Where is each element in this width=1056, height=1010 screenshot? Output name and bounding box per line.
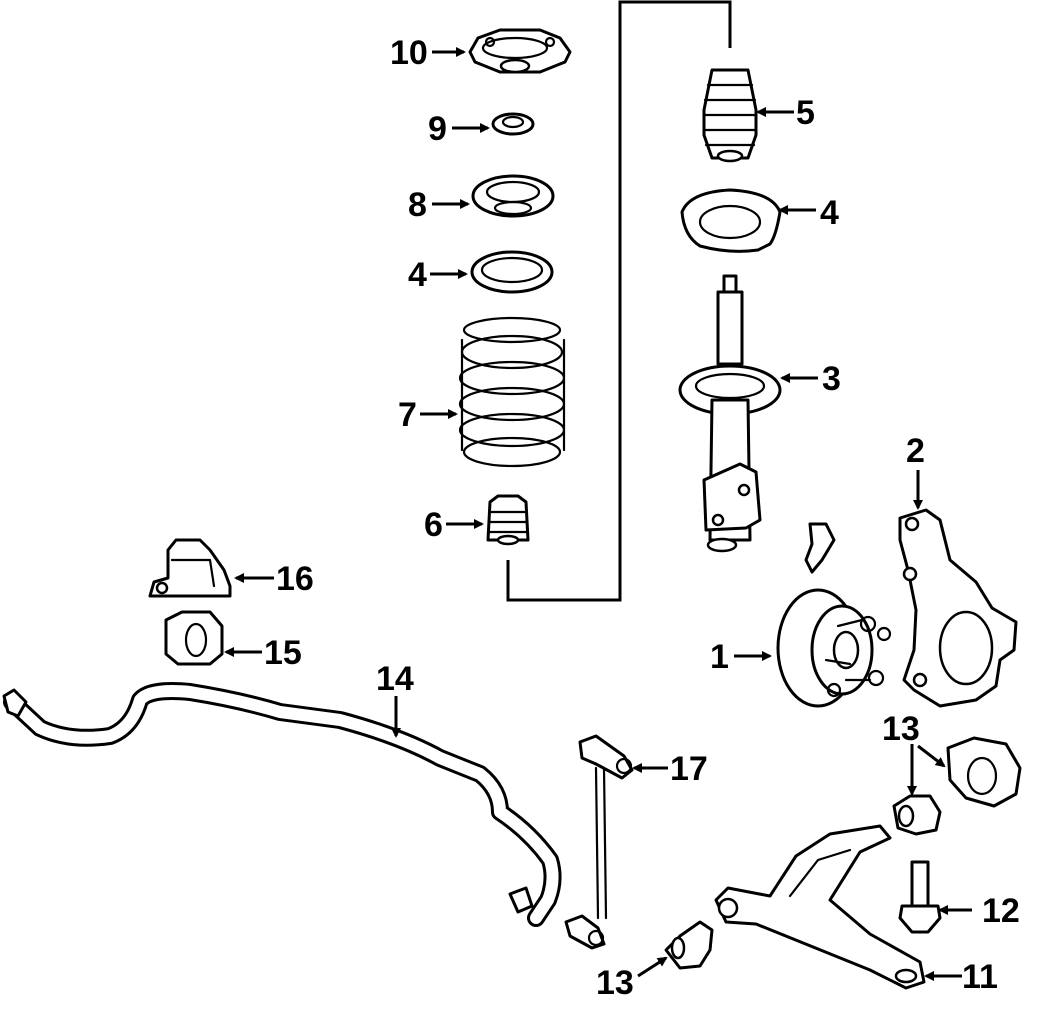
- dust-boot-part[interactable]: [702, 68, 758, 163]
- callout-10: 10: [390, 34, 428, 72]
- callout-15: 15: [264, 634, 302, 672]
- callout-labels: 10 9 8 4 7 6 5 4 3 2 1 16 15 14 17 13 12…: [264, 34, 1020, 1002]
- upper-spring-seat-part[interactable]: [471, 174, 555, 218]
- callout-16: 16: [276, 560, 314, 598]
- steering-knuckle-part[interactable]: [898, 508, 1018, 708]
- callout-11: 11: [962, 958, 998, 996]
- callout-4-left: 4: [408, 256, 427, 294]
- callout-6: 6: [424, 506, 443, 544]
- callout-3: 3: [822, 360, 841, 398]
- control-arm-bushing-part-upper[interactable]: [892, 736, 1022, 836]
- callout-4-right: 4: [820, 194, 839, 232]
- stabilizer-bushing-part[interactable]: [164, 610, 224, 666]
- strut-mount-part[interactable]: [468, 28, 572, 74]
- callout-1: 1: [710, 638, 729, 676]
- callout-13-bottom: 13: [596, 964, 634, 1002]
- callout-9: 9: [428, 110, 447, 148]
- callout-13-right: 13: [882, 710, 920, 748]
- callout-12: 12: [982, 892, 1020, 930]
- leader-arrows: [224, 47, 972, 981]
- spring-insulator-part-right[interactable]: [680, 188, 782, 253]
- assembly-bracket: [506, 0, 732, 602]
- bearing-part[interactable]: [491, 112, 535, 136]
- stabilizer-bar-part[interactable]: [2, 682, 562, 927]
- coil-spring-part[interactable]: [458, 316, 566, 468]
- callout-8: 8: [408, 186, 427, 224]
- callout-5: 5: [796, 94, 815, 132]
- callout-7: 7: [398, 396, 417, 434]
- bump-stop-part[interactable]: [486, 494, 530, 546]
- wheel-hub-part[interactable]: [776, 522, 892, 708]
- spring-insulator-part-left[interactable]: [470, 250, 554, 294]
- control-arm-bolt-part[interactable]: [898, 860, 942, 934]
- callout-14: 14: [376, 660, 414, 698]
- control-arm-bushing-part-lower[interactable]: [664, 920, 714, 970]
- callout-17: 17: [670, 750, 708, 788]
- lower-control-arm-part[interactable]: [714, 824, 926, 990]
- stabilizer-bracket-part[interactable]: [148, 538, 232, 598]
- callout-2: 2: [906, 432, 925, 470]
- stabilizer-link-part[interactable]: [564, 734, 634, 950]
- strut-part[interactable]: [678, 274, 782, 553]
